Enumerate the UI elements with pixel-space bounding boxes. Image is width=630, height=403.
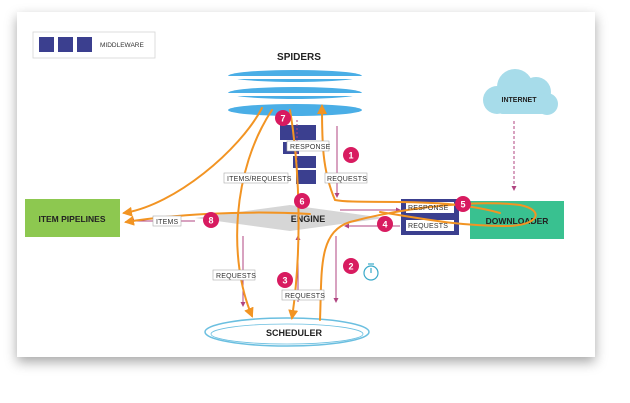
step-badge-7: 7 xyxy=(275,110,291,126)
downloader-label: DOWNLOADER xyxy=(486,216,549,226)
spiders-label: SPIDERS xyxy=(277,52,321,63)
internet-cloud: INTERNET xyxy=(483,69,558,115)
step-badge-2: 2 xyxy=(343,258,359,274)
svg-text:8: 8 xyxy=(208,216,213,226)
label-response-spider: RESPONSE xyxy=(290,144,331,151)
svg-text:4: 4 xyxy=(382,220,387,230)
label-response-downloader: RESPONSE xyxy=(408,205,449,212)
label-items-requests: ITEMS/REQUESTS xyxy=(227,176,292,183)
step-badges: 1 2 3 4 5 6 7 8 xyxy=(203,110,471,288)
engine-label: ENGINE xyxy=(291,214,326,224)
step-badge-6: 6 xyxy=(294,193,310,209)
legend-swatch xyxy=(77,37,92,52)
step-badge-3: 3 xyxy=(277,272,293,288)
label-requests-sched: REQUESTS xyxy=(285,293,325,300)
scheduler-label: SCHEDULER xyxy=(266,328,323,338)
item-pipelines-label: ITEM PIPELINES xyxy=(38,214,105,224)
step-badge-8: 8 xyxy=(203,212,219,228)
legend: MIDDLEWARE xyxy=(32,31,156,59)
spiders-node: SPIDERS xyxy=(228,52,362,116)
legend-swatch xyxy=(39,37,54,52)
label-requests-spider: REQUESTS xyxy=(327,176,367,183)
svg-text:2: 2 xyxy=(348,262,353,272)
svg-text:1: 1 xyxy=(348,151,353,161)
flow-spiders-to-scheduler-left xyxy=(236,109,273,318)
internet-label: INTERNET xyxy=(502,97,538,104)
label-items: ITEMS xyxy=(156,219,179,226)
svg-text:5: 5 xyxy=(460,200,465,210)
scheduler-node: SCHEDULER xyxy=(204,317,370,347)
flow-downloader-to-spiders xyxy=(317,104,501,214)
downloader-node: DOWNLOADER xyxy=(470,201,564,239)
label-requests-downloader: REQUESTS xyxy=(408,223,448,230)
item-pipelines-node: ITEM PIPELINES xyxy=(25,199,120,237)
svg-text:7: 7 xyxy=(280,114,285,124)
timer-icon xyxy=(363,263,379,281)
legend-swatch xyxy=(58,37,73,52)
step-badge-4: 4 xyxy=(377,216,393,232)
legend-label: MIDDLEWARE xyxy=(100,42,144,49)
orange-flows xyxy=(122,104,537,321)
step-badge-5: 5 xyxy=(455,196,471,212)
label-requests-left: REQUESTS xyxy=(216,273,256,280)
svg-text:3: 3 xyxy=(282,276,287,286)
svg-text:6: 6 xyxy=(299,197,304,207)
flow-scheduler-to-downloader xyxy=(319,202,537,321)
engine-node: ENGINE xyxy=(195,205,385,231)
spider-middleware xyxy=(280,125,316,184)
step-badge-1: 1 xyxy=(343,147,359,163)
edge-labels: RESPONSE REQUESTS ITEMS/REQUESTS RESPONS… xyxy=(152,140,449,301)
flow-spiders-to-pipelines xyxy=(122,107,263,217)
diagram-card xyxy=(17,12,595,357)
